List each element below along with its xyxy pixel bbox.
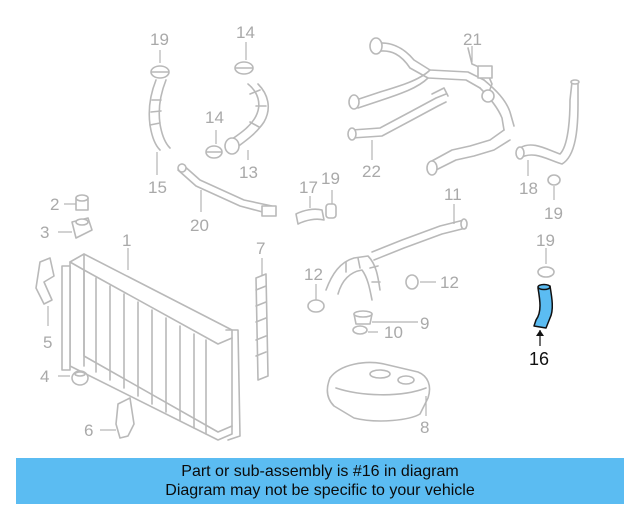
- part-6-bracket: [115, 397, 135, 439]
- part-10-seal: [352, 325, 368, 335]
- part-12-clamp-left: [307, 299, 325, 313]
- callout-2: 2: [50, 195, 59, 214]
- info-banner: Part or sub-assembly is #16 in diagram D…: [16, 458, 624, 504]
- callout-11: 11: [444, 185, 462, 204]
- callout-6: 6: [84, 421, 93, 440]
- part-coolant-pipe-right: [426, 129, 511, 176]
- part-9-cap: [353, 310, 373, 325]
- part-22-pipe: [347, 87, 449, 141]
- part-14-clamp-mid: [205, 145, 223, 159]
- callout-19-top: 19: [150, 30, 169, 49]
- callout-19-lower-right: 19: [536, 231, 555, 250]
- callout-18: 18: [519, 179, 538, 198]
- callout-16: 16: [529, 349, 549, 369]
- part-8-expansion-tank: [326, 361, 431, 422]
- callout-20: 20: [190, 216, 209, 235]
- callout-10: 10: [384, 323, 403, 342]
- part-15-hose: [148, 79, 171, 151]
- part-18-hose: [515, 79, 580, 165]
- callout-3: 3: [40, 223, 49, 242]
- part-4-grommet: [71, 370, 89, 386]
- callout-1: 1: [122, 231, 131, 250]
- part-19-clamp-small: [325, 203, 337, 219]
- callout-9: 9: [420, 314, 429, 333]
- part-20-pipe: [177, 163, 277, 217]
- banner-line-1: Part or sub-assembly is #16 in diagram: [181, 463, 459, 480]
- callout-14-top: 14: [236, 23, 255, 42]
- part-12-hose: [325, 255, 381, 301]
- callout-19-small: 19: [321, 169, 340, 188]
- part-11-pipe: [371, 218, 468, 261]
- part-12-clamp-right: [405, 274, 419, 290]
- part-21-pipe-assembly: [348, 37, 515, 131]
- part-17-hose: [295, 208, 325, 225]
- callout-15: 15: [148, 178, 167, 197]
- banner-line-2: Diagram may not be specific to your vehi…: [165, 482, 475, 499]
- callout-4: 4: [40, 367, 49, 386]
- callout-21: 21: [463, 30, 482, 49]
- part-3: [71, 217, 93, 239]
- callout-12-left: 12: [304, 265, 323, 284]
- part-19-clamp-top: [150, 65, 170, 79]
- callout-5: 5: [43, 333, 52, 352]
- part-13-hose: [227, 83, 270, 149]
- callout-22: 22: [362, 162, 381, 181]
- callout-7: 7: [256, 239, 265, 258]
- callout-13: 13: [239, 163, 258, 182]
- callout-19-right: 19: [544, 204, 563, 223]
- part-1-radiator: [61, 253, 241, 441]
- callout-17: 17: [299, 178, 318, 197]
- part-2: [75, 194, 89, 211]
- part-19-clamp-right: [547, 174, 561, 186]
- part-7-air-guide: [255, 273, 269, 381]
- part-5-bracket: [35, 257, 55, 305]
- part-16-hose-highlighted[interactable]: [533, 283, 554, 329]
- callout-8: 8: [420, 418, 429, 437]
- callout-12-right: 12: [440, 273, 459, 292]
- callout-14-mid: 14: [205, 108, 224, 127]
- part-14-clamp-top: [234, 61, 254, 75]
- part-19-clamp-lower-right: [537, 266, 555, 278]
